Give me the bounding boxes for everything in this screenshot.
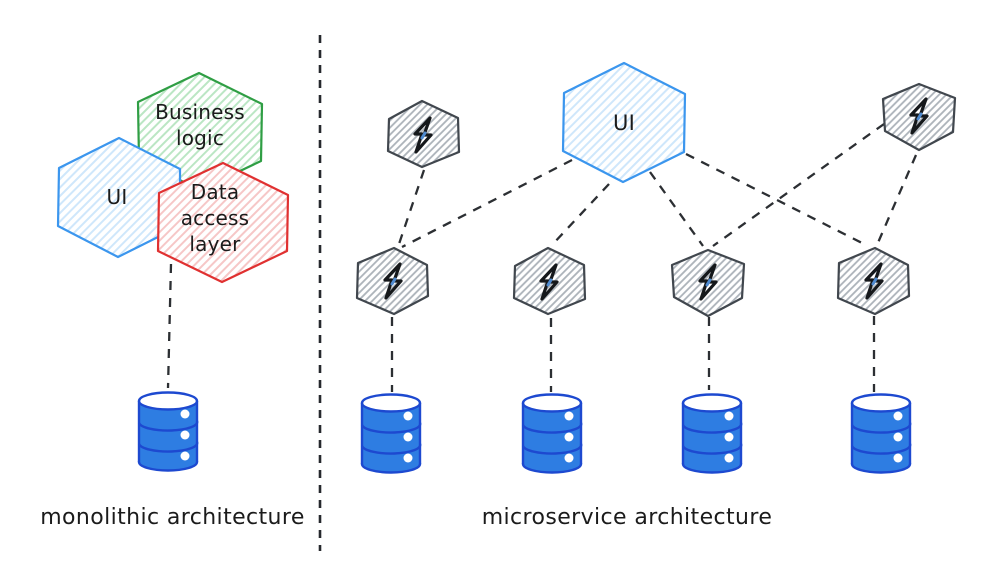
database-top-ellipse <box>681 393 743 413</box>
edge-ui-to-b1 <box>401 158 573 249</box>
data-access-label: Data access layer <box>180 180 250 256</box>
microservice-node <box>386 99 461 169</box>
edge-ui-to-b4 <box>685 152 867 247</box>
lightning-icon <box>864 262 884 300</box>
ui-hexagon-monolith <box>56 136 182 259</box>
microservice-node <box>512 246 587 316</box>
edge-ui-to-b2 <box>551 183 610 246</box>
microservice-node <box>355 246 430 316</box>
connection-lines <box>166 123 918 392</box>
database-top-ellipse <box>360 393 422 413</box>
database-top-ellipse <box>521 393 583 413</box>
edge-monolith-database <box>166 263 173 389</box>
lightning-icon <box>698 263 718 301</box>
microservice-node <box>670 248 746 318</box>
database-icon <box>360 393 422 474</box>
database-icon <box>681 393 743 474</box>
edge-ui-to-b3 <box>649 171 704 247</box>
lightning-icon <box>413 116 433 154</box>
database-icon <box>521 393 583 474</box>
ui-label-microservice: UI <box>613 111 635 135</box>
database-icon <box>850 393 912 474</box>
microservice-node <box>881 82 957 152</box>
microservice-architecture-caption: microservice architecture <box>481 505 773 530</box>
database-icon <box>137 391 199 472</box>
data-access-hexagon <box>156 161 290 284</box>
edge-service-tl-to-b1 <box>397 169 426 245</box>
edge-service-tr-to-b3 <box>712 123 885 247</box>
microservice-node <box>836 246 911 316</box>
edge-service-tr-to-b4 <box>875 154 918 246</box>
database-top-ellipse <box>850 393 912 413</box>
lightning-icon <box>383 262 403 300</box>
business-logic-label: Business logic <box>155 100 245 150</box>
lightning-icon <box>909 97 929 135</box>
ui-hexagon-microservice <box>561 61 687 184</box>
stamp-layer <box>137 82 957 474</box>
monolithic-architecture-caption: monolithic architecture <box>40 505 305 530</box>
database-top-ellipse <box>137 391 199 411</box>
lightning-icon <box>539 263 559 301</box>
ui-label-monolith: UI <box>106 185 128 209</box>
